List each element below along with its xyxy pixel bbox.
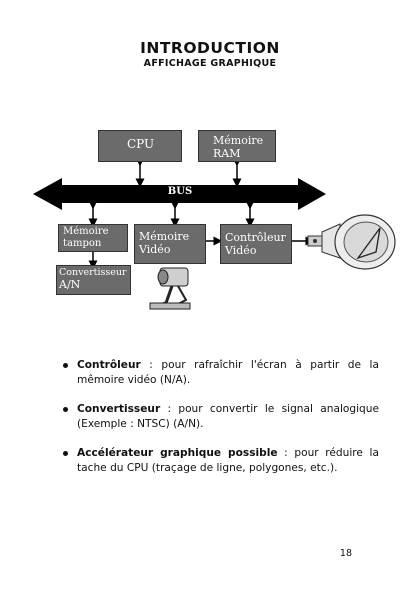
converter-box: Convertisseur A/N bbox=[56, 265, 131, 295]
camera-icon bbox=[149, 267, 191, 310]
cpu-box: CPU bbox=[98, 130, 182, 162]
list-item: Accélérateur graphique possible : pour r… bbox=[63, 446, 379, 476]
list-item: Convertisseur : pour convertir le signal… bbox=[63, 402, 379, 432]
monitor-icon bbox=[307, 214, 396, 270]
ram-box: Mémoire RAM bbox=[198, 130, 276, 162]
bus-label: BUS bbox=[167, 186, 193, 197]
bullet-list: Contrôleur : pour rafraîchir l'écran à p… bbox=[63, 358, 379, 490]
video-memory-box: Mémoire Vidéo bbox=[134, 224, 206, 264]
tampon-box: Mémoire tampon bbox=[58, 224, 128, 252]
page-number: 18 bbox=[339, 548, 352, 559]
architecture-diagram bbox=[33, 157, 396, 310]
page-title: INTRODUCTION bbox=[140, 39, 280, 57]
video-controller-box: Contrôleur Vidéo bbox=[220, 224, 292, 264]
list-item: Contrôleur : pour rafraîchir l'écran à p… bbox=[63, 358, 379, 388]
page-subtitle: AFFICHAGE GRAPHIQUE bbox=[143, 58, 277, 69]
